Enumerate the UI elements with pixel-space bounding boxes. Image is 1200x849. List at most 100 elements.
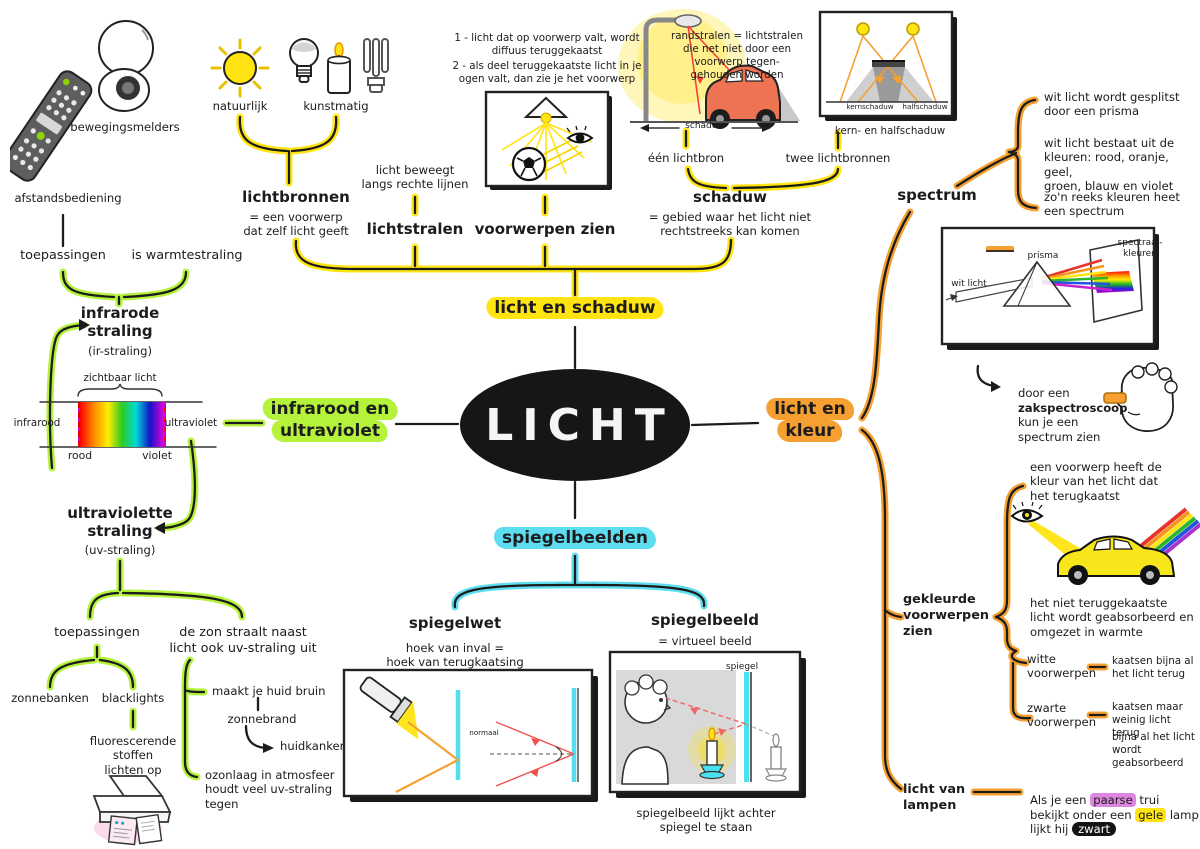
white-objects-note: kaatsen bijna al het licht terug	[1112, 655, 1194, 680]
white-light-colours-note: wit licht bestaat uit de kleuren: rood, …	[1044, 136, 1175, 194]
tan-skin-label: maakt je huid bruin	[212, 684, 326, 698]
natural-label: natuurlijk	[212, 99, 268, 113]
mirror-law-sub: hoek van inval = hoek van terugkaatsing	[386, 641, 524, 670]
branch-spiegelbeelden: spiegelbeelden	[493, 527, 657, 549]
prism-illustration	[940, 226, 1162, 354]
prism-split-note: wit licht wordt gesplitst door een prism…	[1044, 90, 1180, 119]
ozone-label: ozonlaag in atmosfeer houdt veel uv-stra…	[205, 768, 335, 811]
lamp-light-node: licht van lampen	[903, 782, 966, 813]
two-sources-label: twee lichtbronnen	[785, 151, 891, 165]
skin-cancer-label: huidkanker	[280, 739, 345, 753]
normal-label: normaal	[469, 728, 499, 737]
eye-car-rainbow-illustration	[1010, 496, 1200, 592]
virtual-image-sub: = virtueel beeld	[658, 634, 752, 648]
shadow-measure-label: schaduw	[685, 121, 725, 131]
mirror-image-illustration	[608, 650, 806, 800]
candle-icon	[323, 40, 355, 96]
sunburn-label: zonnebrand	[227, 712, 297, 726]
seeing-note-2: 2 - als deel teruggekaatste licht in je …	[452, 60, 642, 85]
black-objects-note-1: kaatsen maar weinig licht terug	[1112, 701, 1183, 739]
artificial-label: kunstmatig	[303, 99, 369, 113]
printer-illustration	[80, 770, 176, 848]
white-light-label: wit licht	[951, 279, 987, 289]
heat-radiation-label: is warmtestraling	[131, 248, 243, 263]
ir-applications-label: toepassingen	[20, 248, 106, 263]
mirror-label: spiegel	[725, 662, 759, 672]
shadow-sub: = gebied waar het licht niet rechtstreek…	[648, 210, 812, 239]
light-bulb-icon	[286, 36, 322, 94]
light-source-1	[856, 22, 870, 36]
strip-infrared-label: infrarood	[13, 417, 61, 429]
branch-licht-en-schaduw: licht en schaduw	[486, 297, 664, 319]
street-lamp-head	[674, 14, 702, 28]
branch-licht-en-kleur: licht en kleur	[766, 398, 854, 443]
mirror-image-node: spiegelbeeld	[651, 611, 759, 629]
behind-mirror-note: spiegelbeeld lijkt achter spiegel te sta…	[636, 806, 776, 835]
remote-control-icon	[10, 68, 125, 193]
prism-label: prisma	[1027, 251, 1059, 261]
mirror-law-node: spiegelwet	[408, 614, 502, 632]
purple-highlight: paarse	[1090, 793, 1136, 808]
light-rays-node: lichtstralen	[366, 220, 464, 238]
uv-node: ultraviolette straling	[67, 504, 173, 540]
black-objects-note-2: bijna al het licht wordt geabsorbeerd	[1112, 731, 1195, 769]
yellow-car-icon	[1057, 535, 1176, 577]
umbra-penumbra-label: kern- en halfschaduw	[834, 125, 946, 137]
infrared-sub: (ir-straling)	[87, 344, 153, 358]
blacklights-label: blacklights	[101, 691, 165, 705]
black-objects-label: zwarte voorwerpen	[1027, 701, 1097, 730]
pocket-spectroscope-person-illustration	[1098, 360, 1190, 440]
central-topic: LICHT	[460, 369, 690, 481]
coloured-objects-node: gekleurde voorwerpen zien	[903, 592, 989, 639]
sun-uv-label: de zon straalt naast licht ook uv-strali…	[169, 625, 317, 656]
remote-label: afstandsbediening	[14, 191, 122, 205]
light-sources-node: lichtbronnen	[242, 188, 350, 206]
strip-ultraviolet-label: ultraviolet	[164, 417, 218, 429]
visible-light-label: zichtbaar licht	[83, 372, 157, 384]
straight-lines-label: licht beweegt langs rechte lijnen	[361, 163, 469, 192]
edge-rays-note: randstralen = lichtstralen die net niet …	[670, 30, 804, 81]
light-source-2	[906, 22, 920, 36]
central-topic-label: LICHT	[485, 399, 674, 451]
spectral-colours-label: spectraal- kleuren	[1117, 238, 1163, 260]
strip-red-label: rood	[67, 449, 93, 462]
cfl-lamp-icon	[359, 36, 393, 96]
light-sources-sub: = een voorwerp dat zelf licht geeft	[243, 210, 349, 239]
candle-virtual	[764, 733, 788, 782]
spectroscope-tube	[1103, 392, 1127, 404]
yellow-highlight: gele	[1135, 807, 1167, 822]
penumbra-label: halfschaduw	[902, 102, 948, 111]
spectrum-series-note: zo'n reeks kleuren heet een spectrum	[1044, 190, 1180, 219]
streetlight-car-illustration	[616, 8, 804, 138]
object-colour-note: een voorwerp heeft de kleur van het lich…	[1030, 460, 1162, 503]
fluorescent-label: fluorescerende stoffen lichten op	[89, 734, 177, 777]
branch-infrarood-en-ultraviolet: infrarood en ultraviolet	[262, 398, 398, 443]
cyan-connectors	[455, 556, 704, 607]
uv-sub: (uv-straling)	[84, 543, 156, 557]
tanning-beds-label: zonnebanken	[11, 691, 89, 705]
seeing-note-1: 1 - licht dat op voorwerp valt, wordt di…	[454, 32, 640, 57]
black-pill: zwart	[1072, 822, 1117, 837]
mirror-law-illustration	[342, 668, 598, 804]
one-source-label: één lichtbron	[647, 151, 725, 165]
spectrum-node: spectrum	[897, 186, 977, 204]
white-objects-label: witte voorwerpen	[1027, 652, 1097, 681]
person-icon	[621, 674, 672, 785]
seeing-objects-node: voorwerpen zien	[474, 220, 616, 238]
candle-real	[699, 727, 725, 780]
shadow-node: schaduw	[693, 188, 767, 206]
motion-sensor-icon	[84, 18, 164, 118]
motion-sensor-label: bewegingsmelders	[70, 120, 180, 134]
eye-icon	[566, 125, 594, 144]
infrared-node: infrarode straling	[80, 304, 160, 340]
seeing-objects-illustration	[484, 90, 616, 194]
sun-icon	[208, 36, 272, 100]
visible-spectrum-strip	[78, 402, 166, 447]
absorbed-note: het niet teruggekaatste licht wordt geab…	[1030, 596, 1194, 639]
purple-sweater-note: Als je een paarse trui bekijkt onder een…	[1030, 793, 1200, 837]
uv-applications-label: toepassingen	[54, 625, 140, 640]
strip-violet-label: violet	[142, 449, 172, 462]
umbra-label: kernschaduw	[846, 102, 894, 111]
